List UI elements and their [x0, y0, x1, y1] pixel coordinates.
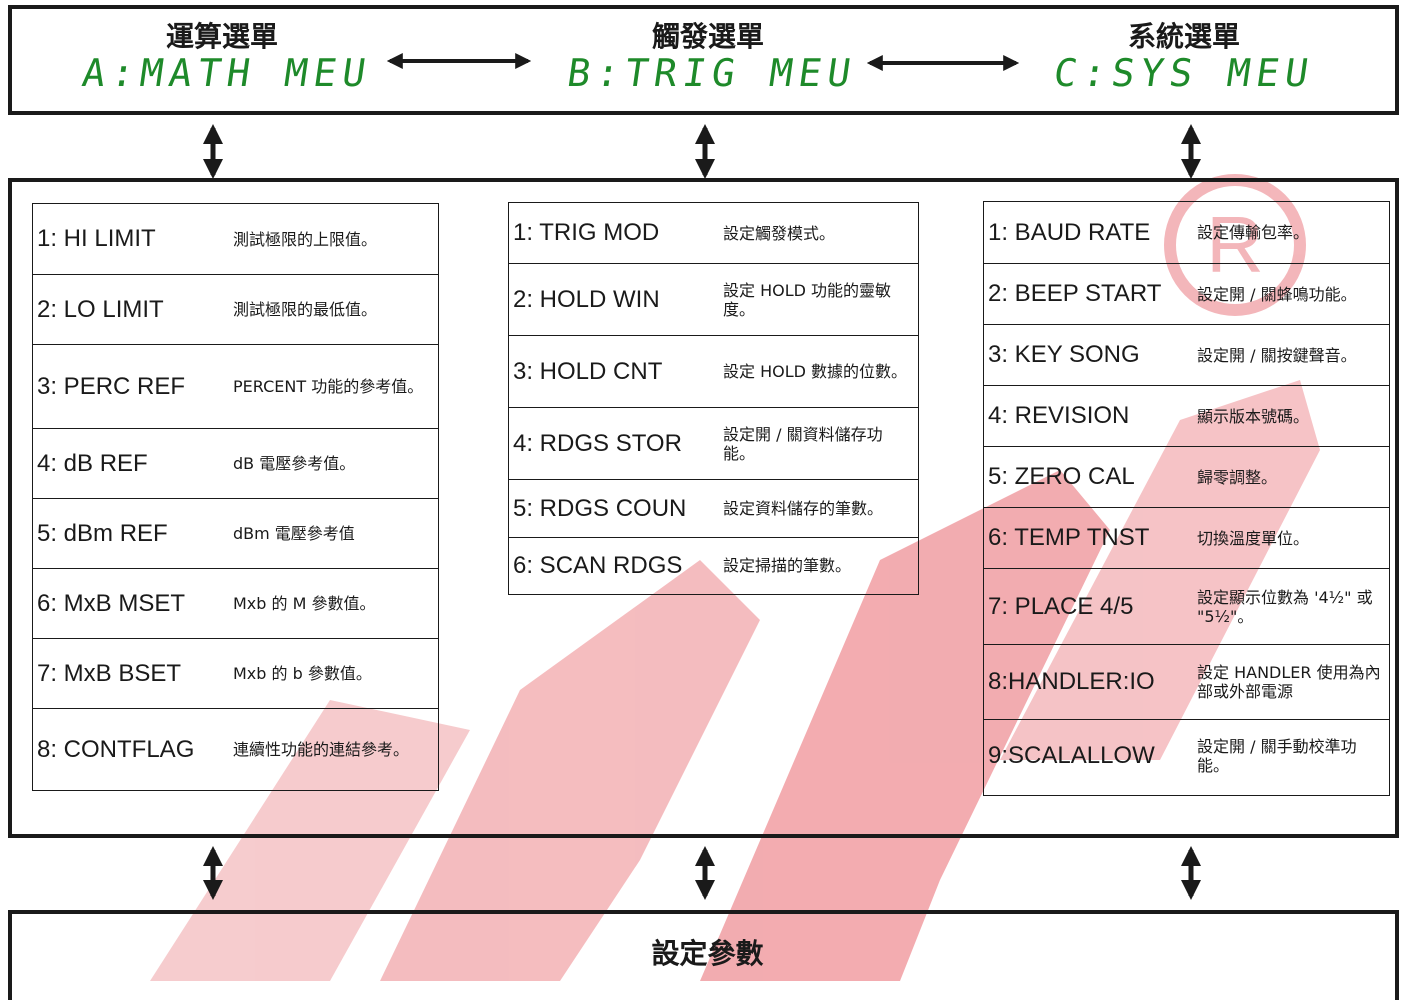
list-item: 6: SCAN RDGS 設定掃描的筆數。: [509, 537, 918, 593]
math-menu-title: 運算選單: [165, 20, 278, 53]
trig-items-table: 1: TRIG MOD 設定觸發模式。 2: HOLD WIN 設定 HOLD 功能…: [508, 202, 919, 595]
item-command: 5: dBm REF: [37, 519, 168, 547]
item-command: 8:HANDLER:IO: [988, 668, 1155, 695]
item-command: 9:SCALALLOW: [988, 742, 1155, 769]
list-item: 5: RDGS COUN 設定資料儲存的筆數。: [509, 479, 918, 537]
list-item: 1: BAUD RATE 設定傳輸包率。: [984, 202, 1389, 263]
list-item: 9:SCALALLOW 設定開 / 關手動校準功能。: [984, 719, 1389, 792]
item-command: 3: KEY SONG: [988, 341, 1140, 368]
item-command: 6: TEMP TNST: [988, 524, 1150, 551]
item-description: 設定資料儲存的筆數。: [723, 499, 884, 518]
item-description: Mxb 的 M 參數值。: [233, 594, 376, 613]
item-command: 5: RDGS COUN: [513, 494, 687, 522]
math-items-table: 1: HI LIMIT 測試極限的上限值。 2: LO LIMIT 測試極限的最低值…: [32, 203, 439, 791]
item-command: 4: REVISION: [988, 402, 1130, 429]
item-command: 1: BAUD RATE: [988, 218, 1151, 246]
item-description: 設定 HANDLER 使用為內部或外部電源: [1197, 663, 1381, 701]
sys-menu-title: 系統選單: [1127, 20, 1240, 53]
item-description: 測試極限的最低值。: [233, 300, 378, 319]
top-menu-box: 運算選單 A:MATH MEU 觸發選單 B:TRIG MEU 系統選單 C:S…: [8, 5, 1399, 115]
item-description: 設定 HOLD 功能的靈敏度。: [723, 280, 892, 319]
list-item: 5: dBm REF dBm 電壓參考值: [33, 498, 438, 568]
item-command: 4: RDGS STOR: [513, 429, 682, 457]
list-item: 2: BEEP START 設定開 / 關蜂鳴功能。: [984, 263, 1389, 324]
item-description: 設定顯示位數為 '4½" 或 "5½"。: [1197, 587, 1373, 626]
sys-items-table: 1: BAUD RATE 設定傳輸包率。 2: BEEP START 設定開 / 關…: [983, 201, 1390, 796]
item-description: dBm 電壓參考值: [233, 524, 355, 543]
item-description: Mxb 的 b 參數值。: [233, 664, 372, 683]
list-item: 8: CONTFLAG 連續性功能的連結參考。: [33, 708, 438, 790]
item-description: 連續性功能的連結參考。: [233, 740, 410, 759]
item-command: 3: HOLD CNT: [513, 357, 663, 385]
math-menu-lcd: A:MATH MEU: [79, 51, 375, 95]
item-description: 設定觸發模式。: [723, 223, 836, 243]
item-description: 設定開 / 關資料儲存功能。: [723, 424, 883, 463]
list-item: 3: PERC REF PERCENT 功能的參考值。: [33, 344, 438, 428]
item-command: 7: PLACE 4/5: [988, 592, 1134, 620]
item-command: 4: dB REF: [37, 449, 148, 477]
settings-title: 設定參數: [651, 937, 764, 970]
item-command: 2: HOLD WIN: [513, 285, 660, 313]
item-command: 2: LO LIMIT: [37, 295, 164, 323]
item-description: PERCENT 功能的參考值。: [233, 377, 424, 396]
list-item: 4: dB REF dB 電壓參考值。: [33, 428, 438, 498]
list-item: 3: HOLD CNT 設定 HOLD 數據的位數。: [509, 335, 918, 407]
item-description: 設定傳輸包率。: [1197, 223, 1310, 242]
list-item: 4: REVISION 顯示版本號碼。: [984, 385, 1389, 446]
item-description: 設定開 / 關手動校準功能。: [1197, 737, 1357, 775]
item-command: 7: MxB BSET: [37, 659, 182, 687]
item-command: 6: SCAN RDGS: [513, 551, 683, 579]
list-item: 5: ZERO CAL 歸零調整。: [984, 446, 1389, 507]
list-item: 2: LO LIMIT 測試極限的最低值。: [33, 274, 438, 344]
submenu-box: [8, 178, 1399, 838]
settings-box: 設定參數: [8, 910, 1399, 1000]
sys-menu-lcd: C:SYS MEU: [1050, 51, 1318, 95]
item-command: 2: BEEP START: [988, 280, 1162, 307]
item-command: 6: MxB MSET: [37, 589, 186, 617]
item-command: 5: ZERO CAL: [988, 463, 1135, 490]
item-description: dB 電壓參考值。: [233, 454, 356, 473]
list-item: 6: MxB MSET Mxb 的 M 參數值。: [33, 568, 438, 638]
item-description: 設定開 / 關蜂鳴功能。: [1197, 284, 1357, 304]
item-command: 8: CONTFLAG: [37, 735, 195, 763]
list-item: 7: MxB BSET Mxb 的 b 參數值。: [33, 638, 438, 708]
item-description: 歸零調整。: [1197, 467, 1278, 487]
list-item: 6: TEMP TNST 切換溫度單位。: [984, 507, 1389, 568]
svg-text:R: R: [1206, 200, 1264, 289]
item-description: 設定掃描的筆數。: [723, 556, 852, 575]
item-description: 切換溫度單位。: [1197, 528, 1310, 548]
list-item: 1: HI LIMIT 測試極限的上限值。: [33, 204, 438, 274]
item-command: 1: TRIG MOD: [513, 219, 660, 246]
list-item: 4: RDGS STOR 設定開 / 關資料儲存功能。: [509, 407, 918, 479]
list-item: 7: PLACE 4/5 設定顯示位數為 '4½" 或 "5½"。: [984, 568, 1389, 644]
item-description: 設定開 / 關按鍵聲音。: [1197, 345, 1357, 365]
item-description: 測試極限的上限值。: [233, 229, 378, 249]
trig-menu-lcd: B:TRIG MEU: [564, 51, 860, 95]
list-item: 3: KEY SONG 設定開 / 關按鍵聲音。: [984, 324, 1389, 385]
item-description: 設定 HOLD 數據的位數。: [723, 362, 908, 381]
item-description: 顯示版本號碼。: [1197, 406, 1310, 426]
trig-menu-title: 觸發選單: [651, 20, 764, 53]
item-command: 1: HI LIMIT: [37, 225, 156, 252]
list-item: 2: HOLD WIN 設定 HOLD 功能的靈敏度。: [509, 263, 918, 335]
list-item: 8:HANDLER:IO 設定 HANDLER 使用為內部或外部電源: [984, 644, 1389, 719]
list-item: 1: TRIG MOD 設定觸發模式。: [509, 203, 918, 263]
item-command: 3: PERC REF: [37, 372, 186, 400]
